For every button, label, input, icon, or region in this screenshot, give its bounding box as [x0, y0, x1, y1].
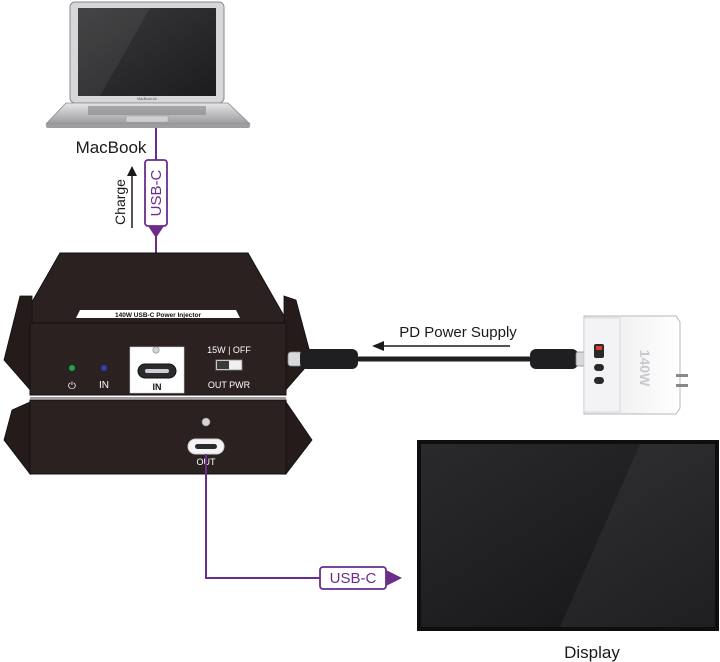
display-screen	[421, 444, 715, 627]
power-led	[69, 365, 75, 371]
usbc-top-label: USB-C	[148, 169, 165, 216]
usbc-top-label-box	[144, 159, 168, 227]
charger-port-usba-accent	[596, 346, 602, 350]
out-usbc-port-tongue	[195, 444, 217, 449]
device-right-flange-top	[283, 295, 313, 394]
display-monitor	[417, 440, 719, 631]
charger-prong-2	[676, 384, 688, 387]
pd-cable-plug-metal	[287, 351, 303, 367]
macbook-label: MacBook	[76, 138, 147, 157]
usbc-bottom-label: USB-C	[330, 570, 377, 587]
power-led-label: ⏻	[68, 381, 76, 392]
pd-cable-plug-right	[530, 349, 578, 369]
macbook-laptop: MacBook Air	[45, 1, 251, 128]
switch-caption: OUT PWR	[208, 380, 251, 390]
laptop-brand-text: MacBook Air	[137, 97, 157, 101]
charge-indicator: Charge	[112, 166, 137, 228]
pd-power-cable: PD Power Supply	[287, 324, 587, 369]
laptop-edge	[46, 124, 250, 128]
pd-power-supply-label: PD Power Supply	[399, 324, 517, 341]
out-port-screw	[201, 417, 211, 427]
laptop-screen-glare	[78, 8, 150, 96]
charge-arrow-head	[127, 166, 137, 176]
device-left-flange-top	[3, 295, 33, 394]
device-top-label: 140W USB-C Power Injector	[115, 312, 201, 319]
pd-cable-plug-left	[300, 349, 358, 369]
display-glare	[560, 444, 715, 627]
device-right-flange-bottom	[285, 400, 313, 476]
charger-port-c1	[594, 364, 604, 371]
laptop-trackpad	[125, 115, 169, 123]
bottom-cable-arrow-head	[386, 570, 402, 586]
top-cable-arrow-head	[148, 226, 164, 238]
usbc-bottom-label-box	[319, 566, 387, 590]
charge-label: Charge	[112, 179, 128, 225]
in-port-label: IN	[153, 382, 162, 392]
charger-rating: 140W	[637, 350, 653, 387]
laptop-keyboard	[88, 106, 206, 115]
switch-label: 15W | OFF	[207, 345, 251, 355]
pd-arrow-head	[372, 341, 384, 351]
in-port-screw	[152, 346, 160, 354]
laptop-screen	[78, 8, 216, 96]
device-label-strip	[76, 310, 240, 318]
bottom-usbc-cable: USB-C	[205, 454, 402, 590]
pd-charger: 140W	[583, 315, 688, 415]
in-led	[101, 365, 107, 371]
out-pwr-switch-knob	[217, 361, 229, 369]
in-usbc-port-tongue	[145, 369, 169, 373]
in-led-label: IN	[99, 380, 109, 391]
charger-prong-1	[676, 374, 688, 377]
top-usbc-cable: USB-C	[144, 128, 168, 340]
power-injector-device: 140W USB-C Power Injector ⏻ IN IN 15W | …	[3, 252, 313, 476]
device-bottom-front	[29, 399, 287, 475]
charger-port-c2	[594, 377, 604, 384]
display-label: Display	[564, 643, 620, 662]
charger-face	[583, 317, 621, 413]
device-left-flange-bottom	[3, 401, 31, 476]
